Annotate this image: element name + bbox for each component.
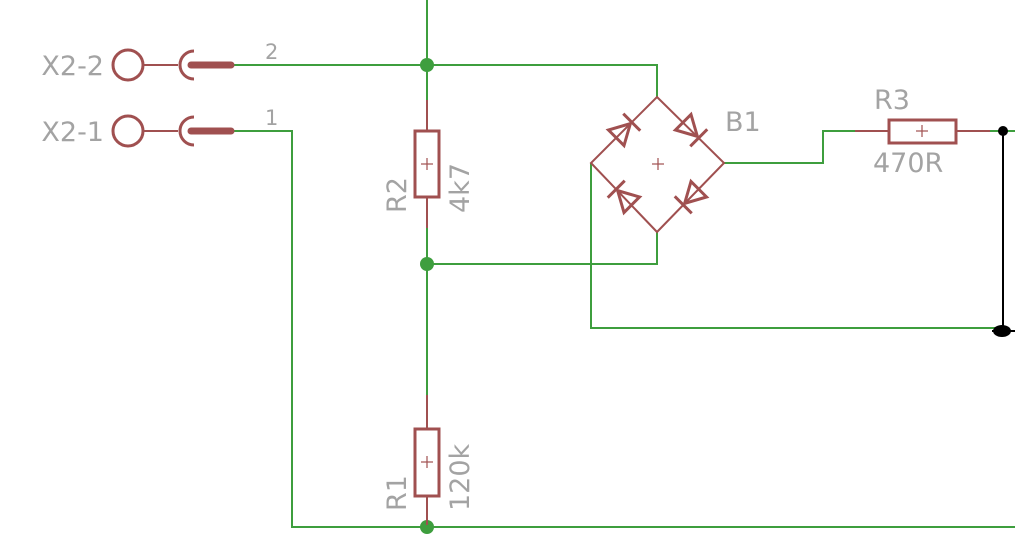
diode-icon <box>672 111 709 148</box>
junction-dot <box>420 58 434 72</box>
pin-number: 1 <box>265 106 278 130</box>
resistor-value: 4k7 <box>445 163 476 213</box>
resistor-r2[interactable]: R2 4k7 <box>382 100 476 228</box>
junction-dot <box>420 520 434 534</box>
wire-net-2 <box>231 64 658 97</box>
connector-socket-arc <box>178 49 195 81</box>
connector-x2-2[interactable]: X2-2 2 <box>41 40 278 82</box>
connector-socket-arc <box>178 115 195 147</box>
wire-bridge-plus <box>724 130 855 164</box>
bus-junction-dot <box>993 325 1011 337</box>
junction-dot <box>420 257 434 271</box>
diode-icon <box>673 178 710 215</box>
connector-name: X2-1 <box>41 117 104 148</box>
resistor-r1[interactable]: R1 120k <box>382 395 476 525</box>
bridge-outline <box>589 95 726 234</box>
bridge-rectifier-b1[interactable]: B1 <box>589 95 761 234</box>
diode-icon <box>605 112 642 149</box>
bridge-name: B1 <box>725 107 761 138</box>
wires <box>231 0 1015 528</box>
connector-pin-circle <box>111 114 145 148</box>
pin-number: 2 <box>265 40 278 64</box>
wire-net-1 <box>231 130 1015 528</box>
resistor-name: R1 <box>382 475 413 511</box>
resistor-r3[interactable]: R3 470R <box>855 85 990 179</box>
resistor-value: 120k <box>445 443 476 511</box>
connector-name: X2-2 <box>41 51 104 82</box>
bus-junction-dot <box>998 126 1008 136</box>
wire-bridge-minus <box>590 163 1000 329</box>
diode-icon <box>606 179 643 216</box>
bus-right <box>992 126 1015 337</box>
connector-x2-1[interactable]: X2-1 1 <box>41 106 278 148</box>
resistor-value: 470R <box>873 148 943 179</box>
connector-pin-circle <box>111 48 145 82</box>
wire-bridge-ac2 <box>427 232 658 265</box>
resistor-name: R2 <box>382 177 413 213</box>
resistor-name: R3 <box>874 85 910 116</box>
